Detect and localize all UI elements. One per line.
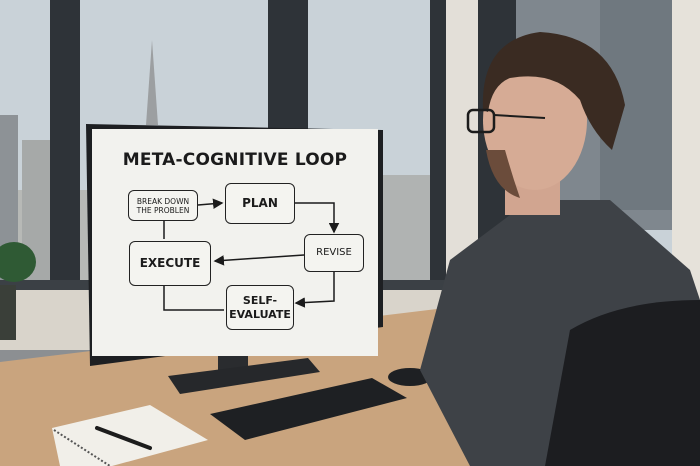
diagram-title: META-COGNITIVE LOOP — [122, 150, 348, 170]
flow-arrows — [163, 198, 340, 311]
node-revise: REVISE — [304, 234, 364, 272]
pyramid-tower — [146, 40, 158, 125]
window-frame-1 — [50, 0, 80, 330]
mouse — [388, 368, 432, 386]
arrow-execute-to-self — [163, 286, 224, 311]
glasses-icon — [466, 108, 496, 134]
window-frame-3 — [430, 0, 446, 290]
arrow-revise-to-execute — [213, 254, 305, 266]
building-3 — [378, 175, 433, 285]
arrow-break-to-plan — [197, 198, 224, 209]
person-head — [483, 50, 587, 190]
person-beard — [486, 150, 520, 198]
notebook — [52, 405, 208, 466]
arrow-plan-to-revise — [295, 202, 340, 234]
keyboard — [210, 378, 407, 440]
node-execute: EXECUTE — [129, 241, 211, 286]
office-chair — [545, 300, 700, 466]
plant-leaves — [0, 242, 36, 282]
node-plan: PLAN — [225, 183, 295, 224]
monitor-screen: META-COGNITIVE LOOP BREAK DOWN THE PROBL… — [92, 129, 378, 356]
glasses-arm — [493, 114, 546, 119]
notebook-spiral — [53, 429, 111, 466]
node-break-down: BREAK DOWN THE PROBLEN — [128, 190, 198, 221]
person-hair — [482, 32, 625, 150]
monitor-base — [168, 358, 320, 394]
arrow-revise-to-self — [294, 272, 335, 308]
plant-pot — [0, 285, 16, 340]
node-self-evaluate: SELF- EVALUATE — [226, 285, 294, 330]
pen — [95, 426, 152, 450]
